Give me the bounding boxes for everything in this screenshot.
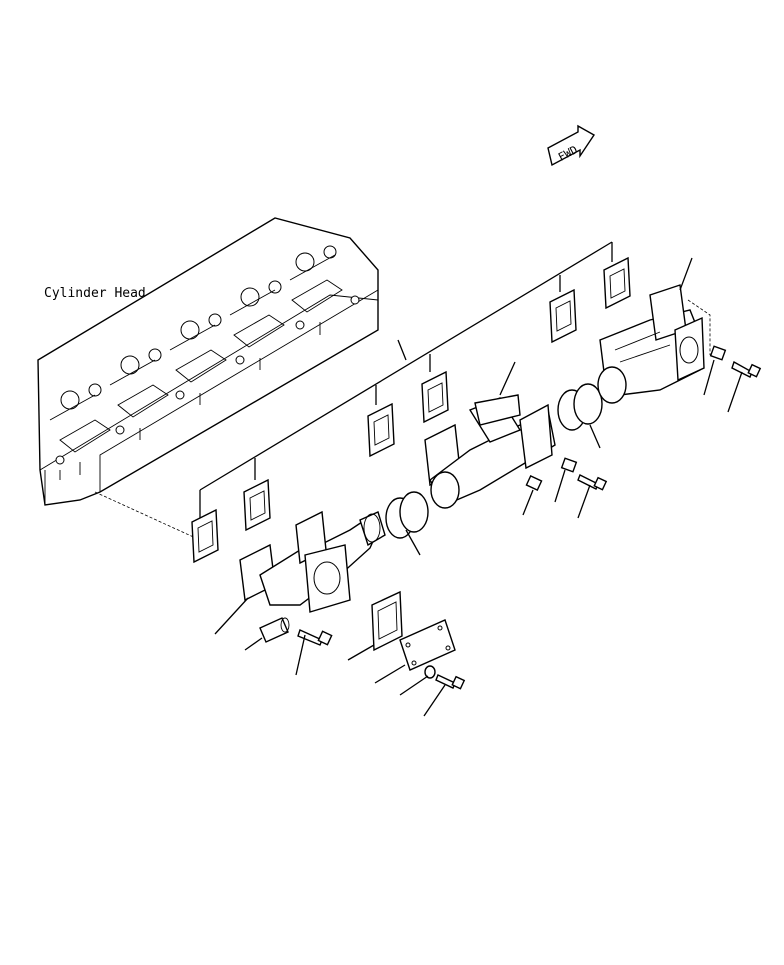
- cylinder-head-sections: [49, 245, 360, 480]
- cylinder-head-block: Cylinder Head: [37, 217, 379, 506]
- cover-plate: [374, 619, 456, 684]
- fwd-direction-arrow: FWD: [547, 124, 596, 167]
- seal-rings-front: [385, 491, 429, 556]
- middle-stud-nut: [522, 475, 543, 516]
- front-manifold-leader: [214, 597, 249, 635]
- gasket-group-bracket: [199, 241, 613, 520]
- spacer-sleeve: [244, 617, 290, 651]
- manifold-gasket: [603, 256, 631, 310]
- cover-bolt: [423, 674, 466, 717]
- seal-rings-rear: [557, 383, 603, 449]
- mounting-bolt: [295, 629, 333, 676]
- manifold-gasket: [421, 370, 449, 424]
- head-to-gasket-leader: [94, 491, 201, 541]
- front-exhaust-manifold: [239, 510, 386, 613]
- manifold-gasket: [367, 402, 395, 458]
- rear-bolt: [727, 360, 762, 413]
- rear-exhaust-manifold: [597, 257, 705, 404]
- rear-spacer: [703, 345, 727, 396]
- middle-spacer: [554, 457, 578, 503]
- middle-manifold-leader: [499, 361, 516, 396]
- manifold-gasket: [243, 478, 271, 532]
- cover-gasket: [347, 590, 403, 661]
- manifold-gasket: [549, 288, 577, 344]
- manifold-gaskets: [191, 256, 631, 564]
- manifold-gasket: [191, 508, 219, 564]
- cylinder-head-label: Cylinder Head: [44, 286, 146, 301]
- middle-bolt: [577, 474, 608, 519]
- cover-washer: [399, 665, 436, 696]
- rear-manifold-dashed-leader: [687, 299, 711, 355]
- middle-exhaust-manifold: [424, 394, 556, 509]
